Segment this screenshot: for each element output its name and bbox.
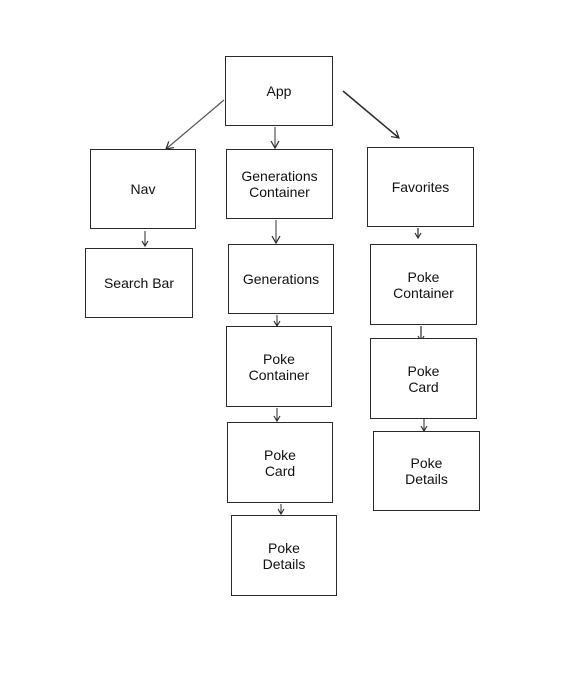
node-app-label: App — [266, 83, 292, 99]
node-favorites-label: Favorites — [391, 179, 450, 195]
node-nav: Nav — [90, 149, 196, 229]
node-poke-card-mid: Poke Card — [227, 422, 333, 503]
node-poke-container-mid-label: Poke Container — [248, 350, 310, 383]
node-poke-container-right-label: Poke Container — [393, 268, 454, 301]
node-poke-card-right: Poke Card — [370, 338, 477, 419]
node-poke-container-mid: Poke Container — [226, 326, 332, 407]
node-poke-card-right-label: Poke Card — [407, 362, 440, 395]
arrow-app-to-nav — [165, 99, 225, 150]
node-generations: Generations — [228, 244, 334, 314]
node-search-bar-label: Search Bar — [103, 275, 175, 291]
node-nav-label: Nav — [130, 181, 156, 197]
node-generations-label: Generations — [242, 271, 320, 287]
arrow-app-to-favorites — [342, 90, 400, 139]
node-app: App — [225, 56, 333, 126]
node-generations-container: Generations Container — [226, 149, 333, 219]
node-poke-container-right: Poke Container — [370, 244, 477, 325]
node-poke-details-right-label: Poke Details — [405, 455, 448, 487]
node-favorites: Favorites — [367, 147, 474, 227]
node-poke-card-mid-label: Poke Card — [264, 446, 296, 479]
node-poke-details-mid-label: Poke Details — [262, 539, 306, 572]
node-search-bar: Search Bar — [85, 248, 193, 318]
node-poke-details-right: Poke Details — [373, 431, 480, 511]
node-generations-container-label: Generations Container — [241, 168, 318, 200]
node-poke-details-mid: Poke Details — [231, 515, 337, 596]
